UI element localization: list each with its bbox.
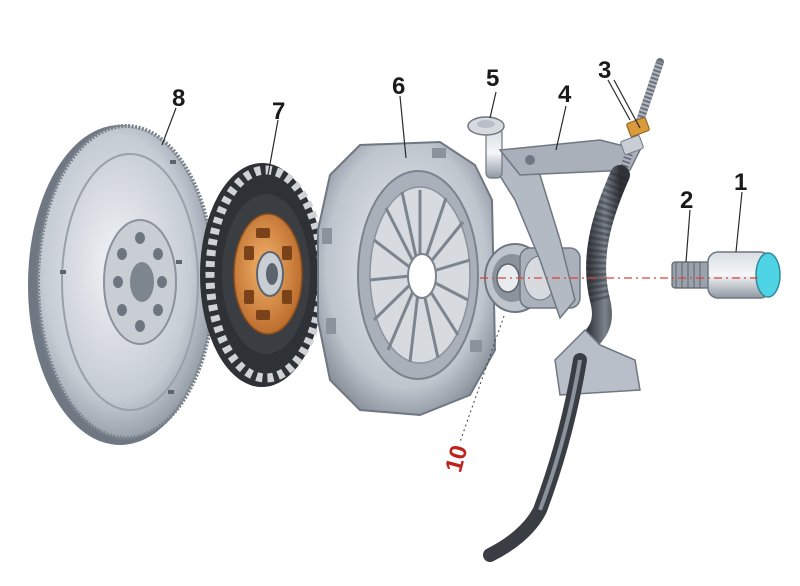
callout-2: 2 <box>680 187 693 214</box>
callout-7: 7 <box>272 98 285 125</box>
leader-lines <box>161 79 743 443</box>
callout-5: 5 <box>486 65 499 92</box>
callout-4: 4 <box>558 81 572 108</box>
flywheel <box>28 124 216 445</box>
pressure-plate-cover <box>317 140 497 417</box>
callout-3: 3 <box>598 57 611 84</box>
cable-bracket <box>498 139 642 176</box>
release-fork <box>467 116 576 320</box>
clutch-cable <box>483 165 641 562</box>
callout-8: 8 <box>172 85 185 112</box>
callout-6: 6 <box>392 73 405 100</box>
clutch-disc <box>200 163 327 387</box>
callout-1: 1 <box>734 169 747 196</box>
callout-10: 10 <box>440 442 473 475</box>
shaft-housing <box>707 251 781 299</box>
adjusting-rod-and-nuts <box>616 58 664 184</box>
